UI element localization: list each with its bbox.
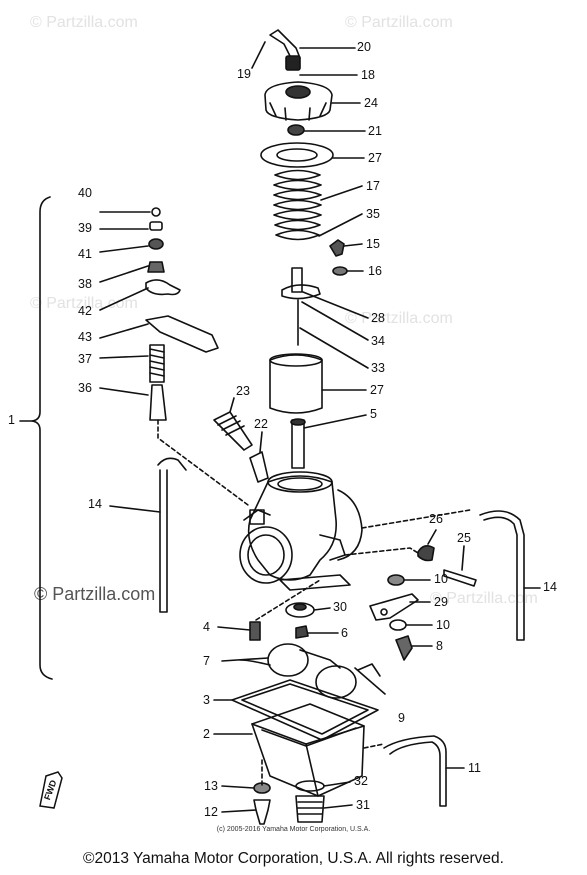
footer-copyright: ©2013 Yamaha Motor Corporation, U.S.A. A… [83, 850, 504, 867]
carb-cap [264, 81, 333, 121]
callout-5: 5 [370, 407, 377, 421]
watermark: © Partzilla.com [30, 14, 138, 31]
callout-22: 22 [254, 417, 268, 431]
watermark: © Partzilla.com [345, 310, 453, 327]
callout-14-right: 14 [543, 580, 557, 594]
callout-14-left: 14 [88, 497, 102, 511]
throttle-spring [273, 169, 322, 241]
callout-31: 31 [356, 798, 370, 812]
callout-20: 20 [357, 40, 371, 54]
callout-6: 6 [341, 626, 348, 640]
callout-4: 4 [203, 620, 210, 634]
callout-34: 34 [371, 334, 385, 348]
overflow-tube [479, 510, 525, 641]
callout-27-gasket: 27 [368, 151, 382, 165]
throttle-valve [269, 354, 323, 414]
watermark: © Partzilla.com [30, 295, 138, 312]
callout-24: 24 [364, 96, 378, 110]
forward-arrow-icon [39, 771, 63, 809]
callout-11: 11 [468, 761, 481, 775]
callout-36: 36 [78, 381, 92, 395]
callout-3: 3 [203, 693, 210, 707]
callout-33: 33 [371, 361, 385, 375]
callout-40: 40 [78, 186, 92, 200]
callout-13: 13 [204, 779, 218, 793]
callout-16: 16 [368, 264, 382, 278]
assembly-bracket [31, 196, 53, 680]
drain-tube [383, 735, 447, 807]
float-bowl-gasket [231, 679, 379, 741]
callout-27-valve: 27 [370, 383, 384, 397]
callout-8: 8 [436, 639, 443, 653]
callout-29: 29 [434, 595, 448, 609]
callout-32: 32 [354, 774, 368, 788]
callout-30: 30 [333, 600, 347, 614]
callout-39: 39 [78, 221, 92, 235]
callout-7: 7 [203, 654, 210, 668]
callout-18: 18 [361, 68, 375, 82]
callout-37: 37 [78, 352, 92, 366]
callout-25: 25 [457, 531, 471, 545]
callout-38: 38 [78, 277, 92, 291]
float-bowl [251, 703, 365, 797]
callout-42: 42 [78, 304, 92, 318]
callout-10-upper: 10 [434, 572, 448, 586]
callout-41: 41 [78, 247, 92, 261]
diagram-copyright: (c) 2005-2016 Yamaha Motor Corporation, … [216, 826, 371, 833]
float-assembly [239, 643, 357, 699]
gasket [260, 142, 334, 168]
callout-35: 35 [366, 207, 380, 221]
callout-15: 15 [366, 237, 380, 251]
callout-10-lower: 10 [436, 618, 450, 632]
callout-17: 17 [366, 179, 380, 193]
callout-26: 26 [429, 512, 443, 526]
callout-9: 9 [398, 711, 405, 725]
callout-21: 21 [368, 124, 382, 138]
watermark: © Partzilla.com [430, 590, 538, 607]
callout-23: 23 [236, 384, 250, 398]
callout-19: 19 [237, 67, 251, 81]
callout-28: 28 [371, 311, 385, 325]
callout-43: 43 [78, 330, 92, 344]
watermark-main: © Partzilla.com [34, 584, 156, 604]
needle-retainer [281, 284, 321, 300]
watermark: © Partzilla.com [345, 14, 453, 31]
callout-2: 2 [203, 727, 210, 741]
callout-12: 12 [204, 805, 218, 819]
carburetor-body [239, 471, 363, 591]
callout-1: 1 [8, 413, 15, 427]
vent-tube [157, 457, 187, 613]
